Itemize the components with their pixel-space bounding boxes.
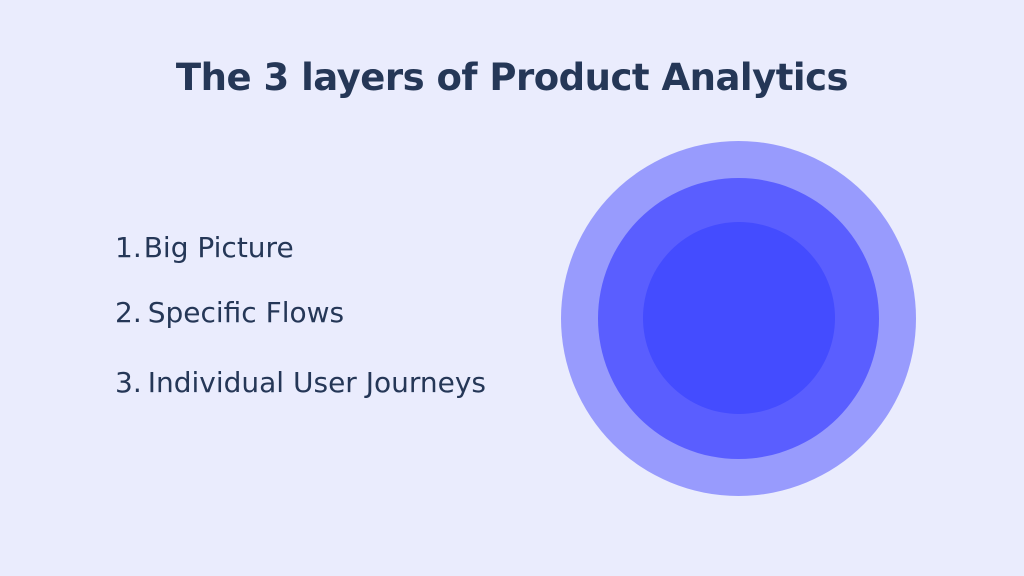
list-item-label: Individual User Journeys bbox=[147, 366, 486, 399]
list-item-label: Big Picture bbox=[143, 231, 294, 264]
list-item-number: 1. bbox=[115, 231, 142, 264]
list-item: 1.Big Picture bbox=[115, 231, 294, 264]
list-item-label: Specific Flows bbox=[147, 296, 345, 329]
list-item-number: 3. bbox=[115, 366, 142, 399]
inner-circle bbox=[643, 222, 835, 414]
list-item: 3.Individual User Journeys bbox=[115, 366, 486, 399]
list-item-number: 2. bbox=[115, 296, 142, 329]
slide-title: The 3 layers of Product Analytics bbox=[175, 56, 849, 99]
list-item: 2.Specific Flows bbox=[115, 296, 344, 329]
